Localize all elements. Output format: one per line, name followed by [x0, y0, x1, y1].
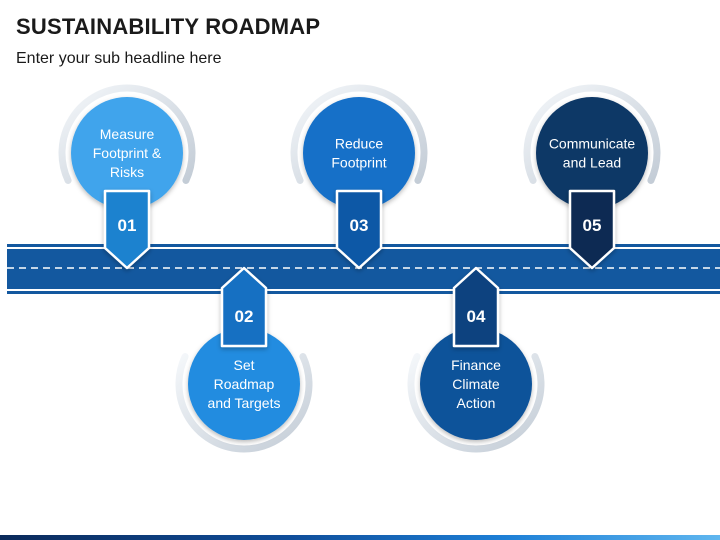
step-ring: [523, 84, 661, 184]
step-number: 01: [118, 216, 137, 235]
bottom-accent-bar: [0, 535, 720, 540]
step-ring: [290, 84, 428, 184]
step-circle: [420, 328, 532, 440]
step-label-line: Risks: [110, 164, 144, 180]
step-label-line: Set: [233, 357, 254, 373]
step-circle: [303, 97, 415, 209]
roadmap-step-05: 05 Communicate and Lead: [523, 84, 661, 270]
page-title: SUSTAINABILITY ROADMAP: [16, 14, 321, 39]
step-circle: [536, 97, 648, 209]
step-ring: [175, 353, 313, 453]
step-circle: [188, 328, 300, 440]
step-number: 03: [350, 216, 369, 235]
step-pointer: [452, 266, 500, 348]
step-pointer: [220, 266, 268, 348]
step-pointer: [335, 189, 383, 270]
step-label-line: and Targets: [208, 395, 281, 411]
step-label-line: Communicate: [549, 136, 636, 152]
step-circle: [71, 97, 183, 209]
step-pointer: [568, 189, 616, 270]
step-label-line: Action: [457, 395, 496, 411]
step-ring: [407, 353, 545, 453]
step-number: 04: [467, 307, 486, 326]
step-ring: [58, 84, 196, 184]
step-label-line: Climate: [452, 376, 500, 392]
step-label-line: Finance: [451, 357, 501, 373]
step-label-line: and Lead: [563, 155, 621, 171]
step-label-line: Footprint &: [93, 145, 162, 161]
step-number: 02: [235, 307, 254, 326]
step-label-line: Measure: [100, 126, 155, 142]
step-number: 05: [583, 216, 602, 235]
step-label-line: Reduce: [335, 136, 383, 152]
step-pointer: [103, 189, 151, 270]
page-subtitle: Enter your sub headline here: [16, 50, 222, 67]
step-label-line: Roadmap: [214, 376, 275, 392]
step-label-line: Footprint: [331, 155, 386, 171]
